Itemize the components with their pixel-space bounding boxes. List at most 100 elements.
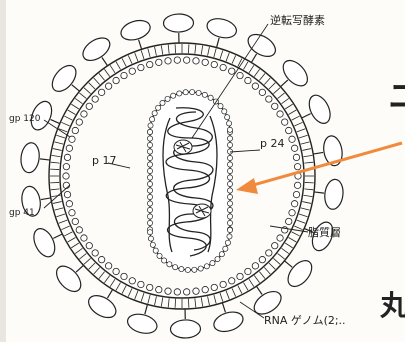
matrix-bead xyxy=(72,127,78,133)
matrix-bead xyxy=(277,111,283,117)
matrix-bead xyxy=(259,89,265,95)
matrix-bead xyxy=(66,201,72,207)
capsid-bead xyxy=(227,227,232,232)
matrix-bead xyxy=(266,96,272,102)
matrix-bead xyxy=(76,119,82,125)
capsid-bead xyxy=(149,117,154,122)
capsid-bead xyxy=(157,253,162,258)
matrix-bead xyxy=(66,145,72,151)
matrix-bead xyxy=(229,68,235,74)
matrix-bead xyxy=(252,83,258,89)
matrix-bead xyxy=(72,218,78,224)
matrix-bead xyxy=(113,77,119,83)
matrix-bead xyxy=(138,64,144,70)
matrix-bead xyxy=(129,278,135,284)
capsid-bead xyxy=(160,100,165,105)
capsid-bead xyxy=(147,168,152,173)
matrix-bead xyxy=(81,111,87,117)
capsid-bead xyxy=(150,242,155,247)
capsid-bead xyxy=(165,96,170,101)
label-p17: p 17 xyxy=(92,154,116,167)
matrix-bead xyxy=(98,89,104,95)
matrix-bead xyxy=(286,127,292,133)
capsid-bead xyxy=(148,123,153,128)
matrix-bead xyxy=(277,235,283,241)
capsid-bead xyxy=(147,230,152,235)
capsid-bead xyxy=(215,256,220,261)
matrix-bead xyxy=(211,284,217,290)
matrix-bead xyxy=(147,284,153,290)
capsid-bead xyxy=(162,258,167,263)
capsid-bead xyxy=(147,220,152,225)
matrix-bead xyxy=(86,242,92,248)
label-rna-genome: RNA ゲノム(2;.. xyxy=(264,314,346,327)
matrix-bead xyxy=(245,268,251,274)
capsid-bead xyxy=(147,129,152,134)
capsid-bead xyxy=(179,266,184,271)
matrix-bead xyxy=(237,273,243,279)
gp120-spike-head xyxy=(170,320,200,339)
matrix-bead xyxy=(64,191,70,197)
matrix-bead xyxy=(113,268,119,274)
capsid-bead xyxy=(227,201,232,206)
overlay-partial-char-bottom: 丸 xyxy=(379,289,405,322)
matrix-bead xyxy=(156,59,162,65)
capsid-bead xyxy=(227,214,232,219)
matrix-bead xyxy=(81,235,87,241)
capsid-bead xyxy=(147,142,152,147)
matrix-bead xyxy=(252,263,258,269)
capsid-bead xyxy=(227,188,232,193)
capsid-bead xyxy=(227,175,232,180)
capsid-bead xyxy=(198,266,203,271)
label-p24: p 24 xyxy=(260,137,284,150)
matrix-bead xyxy=(147,61,153,67)
matrix-bead xyxy=(211,61,217,67)
label-gp120: gp 120 xyxy=(9,114,41,124)
matrix-bead xyxy=(286,218,292,224)
matrix-bead xyxy=(202,59,208,65)
capsid-bead xyxy=(147,175,152,180)
label-gp41: gp 41 xyxy=(9,208,35,218)
matrix-bead xyxy=(92,250,98,256)
matrix-bead xyxy=(289,136,295,142)
capsid-bead xyxy=(147,162,152,167)
capsid-bead xyxy=(227,168,232,173)
capsid-bead xyxy=(223,246,228,251)
capsid-bead xyxy=(171,93,176,98)
capsid-bead xyxy=(227,162,232,167)
matrix-bead xyxy=(129,68,135,74)
matrix-bead xyxy=(174,289,180,295)
matrix-bead xyxy=(289,210,295,216)
matrix-bead xyxy=(272,242,278,248)
capsid-bead xyxy=(218,104,223,109)
capsid-bead xyxy=(152,111,157,116)
capsid-bead xyxy=(147,207,152,212)
gp120-spike-head xyxy=(163,14,193,33)
matrix-bead xyxy=(76,227,82,233)
matrix-bead xyxy=(165,288,171,294)
capsid-bead xyxy=(167,262,172,267)
matrix-bead xyxy=(245,77,251,83)
matrix-bead xyxy=(282,119,288,125)
capsid-bead xyxy=(192,267,197,272)
capsid-bead xyxy=(148,236,153,241)
capsid-bead xyxy=(225,240,230,245)
matrix-bead xyxy=(220,281,226,287)
capsid-bead xyxy=(173,265,178,270)
capsid-bead xyxy=(147,214,152,219)
matrix-bead xyxy=(193,288,199,294)
matrix-bead xyxy=(174,57,180,63)
label-reverse-transcriptase: 逆転写酵素 xyxy=(270,13,325,27)
matrix-bead xyxy=(183,57,189,63)
capsid-bead xyxy=(227,234,232,239)
capsid-bead xyxy=(227,155,232,160)
label-lipid-layer: 脂質層 xyxy=(308,225,341,239)
matrix-bead xyxy=(64,154,70,160)
capsid-bead xyxy=(226,121,231,126)
matrix-bead xyxy=(202,286,208,292)
matrix-bead xyxy=(92,96,98,102)
matrix-bead xyxy=(193,58,199,64)
capsid-p24 xyxy=(150,92,230,270)
matrix-bead xyxy=(237,72,243,78)
